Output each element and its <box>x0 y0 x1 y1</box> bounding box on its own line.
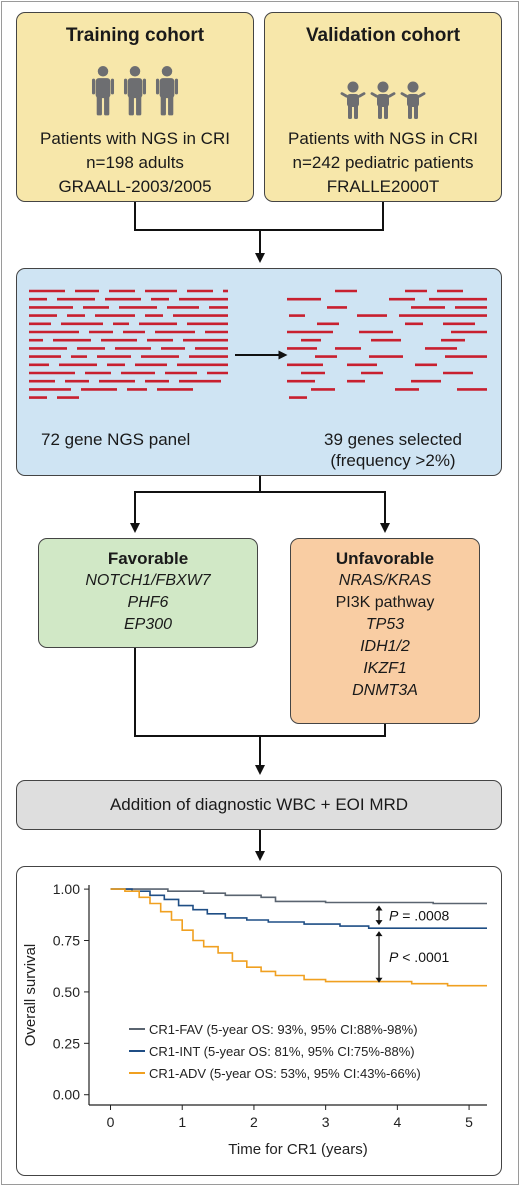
favorable-title: Favorable <box>107 549 189 568</box>
ngs-reads-graphic <box>29 289 487 399</box>
x-tick-label: 4 <box>393 1114 401 1130</box>
x-tick-label: 0 <box>107 1114 115 1130</box>
legend-label: CR1-INT (5-year OS: 81%, 95% CI:75%-88%) <box>149 1044 415 1059</box>
combine-box: Addition of diagnostic WBC + EOI MRD <box>16 780 502 830</box>
training-line-3: GRAALL-2003/2005 <box>58 177 212 196</box>
y-tick-label: 0.00 <box>53 1087 80 1103</box>
genes-selected-line-1: 39 genes selected <box>324 430 462 449</box>
pvalue-label: P = .0008 <box>389 907 450 923</box>
validation-cohort-title: Validation cohort <box>305 25 461 46</box>
training-cohort-details: Patients with NGS in CRI n=198 adults GR… <box>17 127 253 199</box>
genes-selected-label: 39 genes selected (frequency >2%) <box>305 429 481 471</box>
validation-line-3: FRALLE2000T <box>326 177 440 196</box>
y-tick-label: 0.25 <box>53 1035 80 1051</box>
validation-cohort-box: Validation cohort Patients with NGS in C… <box>264 12 502 202</box>
favorable-gene: NOTCH1/FBXW7 <box>85 572 211 589</box>
genes-selected-line-2: (frequency >2%) <box>330 451 456 470</box>
y-tick-label: 0.50 <box>53 984 80 1000</box>
unfavorable-gene: TP53 <box>365 616 405 633</box>
pvalue-arrowhead <box>375 977 383 983</box>
ngs-reads-left <box>29 289 228 399</box>
arrow-to-unfavorable <box>260 491 390 533</box>
validation-cohort-details: Patients with NGS in CRI n=242 pediatric… <box>265 127 501 199</box>
pvalue-arrowhead <box>375 931 383 937</box>
combine-label: Addition of diagnostic WBC + EOI MRD <box>109 795 409 814</box>
x-tick-label: 1 <box>178 1114 186 1130</box>
pvalue-label: P < .0001 <box>389 949 450 965</box>
training-line-2: n=198 adults <box>86 153 184 172</box>
child-person-icon <box>265 81 501 121</box>
x-tick-label: 3 <box>322 1114 330 1130</box>
favorable-gene: EP300 <box>123 616 173 633</box>
validation-line-2: n=242 pediatric patients <box>292 153 474 172</box>
survival-curve-2 <box>110 888 487 987</box>
arrow-to-favorable <box>130 476 261 533</box>
pvalue-arrowhead <box>375 905 383 911</box>
adult-person-icon <box>17 65 253 117</box>
unfavorable-gene: NRAS/KRAS <box>338 572 432 589</box>
legend-label: CR1-FAV (5-year OS: 93%, 95% CI:88%-98%) <box>149 1022 418 1037</box>
cohort-merge-line <box>134 202 384 231</box>
legend-label: CR1-ADV (5-year OS: 53%, 95% CI:43%-66%) <box>149 1066 421 1081</box>
validation-line-1: Patients with NGS in CRI <box>288 129 478 148</box>
unfavorable-gene: DNMT3A <box>352 682 418 699</box>
x-tick-label: 5 <box>465 1114 473 1130</box>
ngs-panel-box: 72 gene NGS panel 39 genes selected (fre… <box>16 268 502 476</box>
ngs-panel-label: 72 gene NGS panel <box>41 430 191 449</box>
ngs-reads-right <box>287 289 487 399</box>
favorable-gene: PHF6 <box>127 594 169 611</box>
unfavorable-gene: IDH1/2 <box>360 638 410 655</box>
unfavorable-gene: PI3K pathway <box>335 594 435 611</box>
survival-curve-0 <box>110 888 487 905</box>
training-line-1: Patients with NGS in CRI <box>40 129 230 148</box>
training-cohort-box: Training cohort Patients with NGS in CRI… <box>16 12 254 202</box>
unfavorable-title: Unfavorable <box>335 549 435 568</box>
x-tick-label: 2 <box>250 1114 258 1130</box>
unfavorable-gene: IKZF1 <box>363 660 407 677</box>
pvalue-arrowhead <box>375 920 383 926</box>
y-axis-label: Overall survival <box>22 944 39 1047</box>
y-tick-label: 1.00 <box>53 881 80 897</box>
x-axis-label: Time for CR1 (years) <box>228 1141 367 1158</box>
training-cohort-title: Training cohort <box>65 25 205 46</box>
y-tick-label: 0.75 <box>53 933 80 949</box>
survival-curve-1 <box>110 888 487 929</box>
